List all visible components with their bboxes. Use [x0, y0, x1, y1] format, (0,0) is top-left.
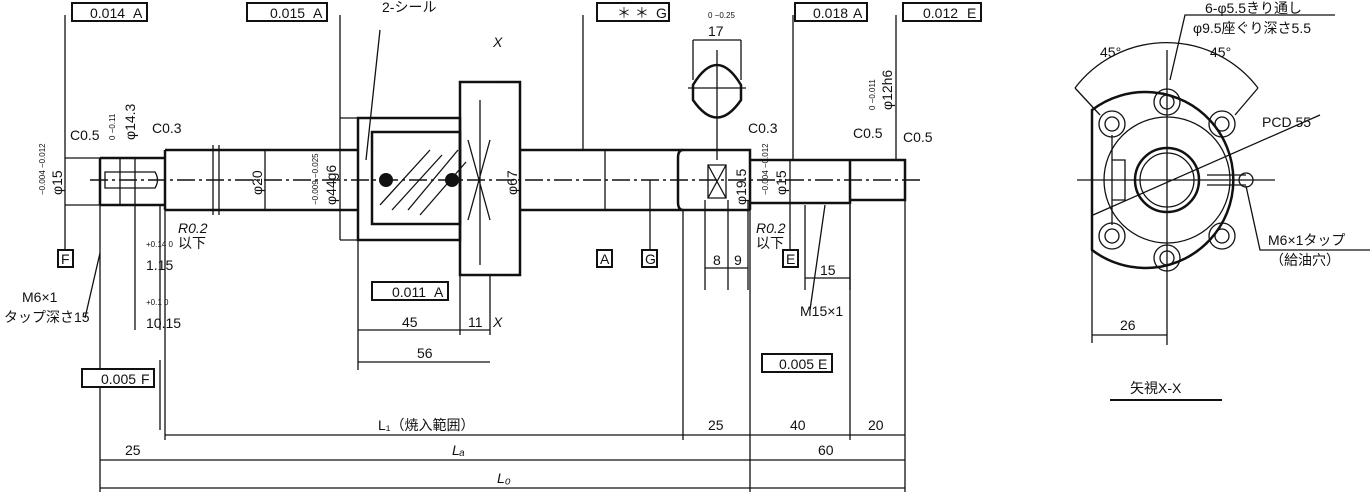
- svg-text:φ20: φ20: [249, 170, 265, 195]
- svg-text:φ14.3: φ14.3: [122, 103, 138, 140]
- shaft: [98, 145, 907, 215]
- svg-text:以下: 以下: [178, 235, 206, 251]
- svg-text:（給油穴）: （給油穴）: [1270, 252, 1340, 268]
- svg-text:0.005: 0.005: [101, 371, 136, 387]
- svg-text:45°: 45°: [1210, 44, 1231, 60]
- svg-text:φ15: φ15: [49, 170, 65, 195]
- svg-text:C0.5: C0.5: [903, 129, 933, 145]
- svg-text:25: 25: [708, 417, 724, 433]
- svg-text:9: 9: [734, 252, 742, 268]
- svg-text:45°: 45°: [1100, 44, 1121, 60]
- svg-text:L₁（焼入範囲）: L₁（焼入範囲）: [378, 417, 475, 433]
- svg-text:6-φ5.5きり通し: 6-φ5.5きり通し: [1205, 0, 1302, 16]
- frame-0.012: 0.012 E: [902, 2, 982, 22]
- svg-text:0.012: 0.012: [923, 5, 958, 21]
- frame-0.014: 0.014 A: [71, 2, 148, 22]
- section-view-x-x: 6-φ5.5きり通し φ9.5座ぐり深さ5.5 45° 45° PCD 55 M…: [1074, 0, 1370, 401]
- svg-text:0.015: 0.015: [270, 5, 305, 21]
- svg-text:R0.2: R0.2: [756, 220, 786, 236]
- svg-text:C0.3: C0.3: [152, 120, 182, 136]
- svg-text:A: A: [434, 284, 444, 300]
- svg-text:26: 26: [1120, 317, 1136, 333]
- svg-text:φ67: φ67: [504, 170, 520, 195]
- dimension-lines: [64, 15, 906, 492]
- svg-text:45: 45: [402, 314, 418, 330]
- svg-text:0.018: 0.018: [813, 5, 848, 21]
- dimension-labels: 2-シール X X C0.5 C0.3 C0.3 C0.5 C0.5 φ15 −…: [4, 0, 933, 486]
- svg-text:40: 40: [790, 417, 806, 433]
- svg-text:E: E: [967, 5, 976, 21]
- svg-text:以下: 以下: [756, 235, 784, 251]
- svg-text:A: A: [133, 5, 143, 21]
- svg-text:0.005: 0.005: [779, 356, 814, 372]
- svg-text:φ12h6: φ12h6: [879, 70, 895, 110]
- svg-text:10.15: 10.15: [146, 315, 181, 331]
- svg-text:+0.1 0: +0.1 0: [146, 298, 169, 307]
- svg-text:0 −0.11: 0 −0.11: [108, 113, 117, 140]
- svg-text:φ19.5: φ19.5: [733, 168, 749, 205]
- frame-parallel-G: ＊ ＊ G: [596, 2, 670, 22]
- svg-text:60: 60: [818, 442, 834, 458]
- svg-text:−0.004 −0.012: −0.004 −0.012: [38, 143, 47, 195]
- svg-text:−0.004 −0.012: −0.004 −0.012: [761, 143, 770, 195]
- svg-text:X: X: [492, 314, 503, 330]
- svg-text:C0.3: C0.3: [748, 120, 778, 136]
- svg-text:L₀: L₀: [497, 470, 511, 486]
- svg-text:PCD 55: PCD 55: [1262, 114, 1311, 130]
- frame-0.015: 0.015 A: [246, 2, 328, 22]
- flat-detail: [688, 39, 746, 160]
- svg-text:0.011: 0.011: [392, 284, 426, 300]
- svg-text:11: 11: [468, 314, 483, 330]
- svg-text:2-シール: 2-シール: [382, 0, 436, 15]
- svg-text:−0.009 −0.025: −0.009 −0.025: [311, 153, 320, 205]
- svg-text:C0.5: C0.5: [70, 127, 100, 143]
- svg-text:X: X: [492, 34, 503, 50]
- svg-text:A: A: [313, 5, 323, 21]
- frame-0.011: 0.011 A: [371, 281, 449, 301]
- svg-text:F: F: [141, 371, 150, 387]
- svg-text:56: 56: [417, 345, 433, 361]
- svg-text:A: A: [853, 5, 863, 21]
- svg-text:M6×1タップ: M6×1タップ: [1268, 232, 1345, 248]
- svg-text:E: E: [818, 356, 827, 372]
- svg-text:G: G: [645, 251, 656, 267]
- svg-text:1.15: 1.15: [146, 257, 173, 273]
- svg-text:8: 8: [713, 252, 721, 268]
- svg-text:R0.2: R0.2: [178, 220, 208, 236]
- svg-text:A: A: [600, 251, 610, 267]
- svg-text:Lₐ: Lₐ: [452, 442, 465, 458]
- svg-text:0 −0.25: 0 −0.25: [708, 11, 735, 20]
- ball-nut: [356, 80, 522, 277]
- svg-text:タップ深さ15: タップ深さ15: [4, 309, 90, 325]
- svg-text:φ9.5座ぐり深さ5.5: φ9.5座ぐり深さ5.5: [1193, 20, 1311, 36]
- svg-text:φ15: φ15: [773, 170, 789, 195]
- svg-text:M6×1: M6×1: [22, 289, 58, 305]
- svg-text:E: E: [786, 251, 795, 267]
- svg-text:17: 17: [708, 23, 724, 39]
- svg-text:20: 20: [868, 417, 884, 433]
- svg-text:0.014: 0.014: [90, 5, 125, 21]
- svg-text:15: 15: [820, 262, 836, 278]
- svg-text:+0.14 0: +0.14 0: [146, 240, 173, 249]
- svg-text:φ44g6: φ44g6: [323, 165, 339, 205]
- frame-0.005-F: 0.005 F: [81, 368, 155, 388]
- svg-text:矢視X-X: 矢視X-X: [1130, 380, 1182, 396]
- datum-boxes: F A G E: [57, 249, 799, 268]
- svg-text:＊ ＊: ＊ ＊: [617, 5, 649, 21]
- svg-text:25: 25: [125, 442, 141, 458]
- svg-text:F: F: [61, 251, 70, 267]
- svg-text:G: G: [656, 5, 667, 21]
- svg-text:0 −0.011: 0 −0.011: [868, 79, 877, 110]
- svg-text:C0.5: C0.5: [853, 125, 883, 141]
- frame-0.018: 0.018 A: [794, 2, 868, 22]
- svg-text:M15×1: M15×1: [800, 303, 843, 319]
